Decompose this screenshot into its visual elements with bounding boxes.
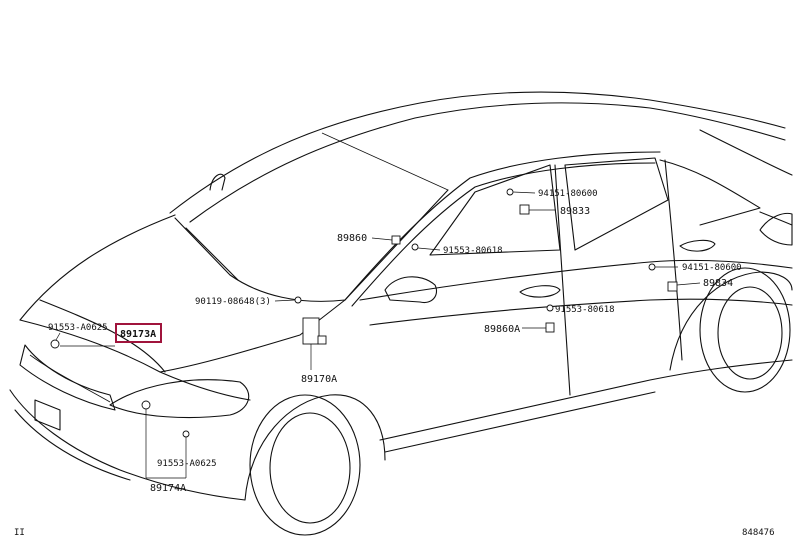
leader-lines	[55, 191, 701, 479]
bolt-91553-A0625-lower[interactable]	[182, 430, 190, 438]
bolt-94151-lower[interactable]	[648, 263, 656, 271]
module-89170A[interactable]	[302, 317, 320, 345]
label-91553-A0625-upper[interactable]: 91553-A0625	[48, 323, 108, 333]
bracket-89170A	[317, 335, 327, 345]
label-90119-08648[interactable]: 90119-08648(3)	[195, 297, 271, 307]
bolt-90119[interactable]	[294, 296, 302, 304]
label-89833[interactable]: 89833	[560, 206, 590, 217]
label-91553-80618-upper[interactable]: 91553-80618	[443, 246, 503, 256]
bolt-91553-80618-lower[interactable]	[546, 304, 554, 312]
bolt-91553-A0625-upper[interactable]	[50, 339, 60, 349]
label-89173A[interactable]: 89173A	[120, 329, 156, 340]
bolt-91553-80618-upper[interactable]	[411, 243, 419, 251]
label-89170A[interactable]: 89170A	[301, 374, 337, 385]
label-94151-80600-upper[interactable]: 94151-80600	[538, 189, 598, 199]
sensor-89860A[interactable]	[545, 322, 555, 333]
sensor-89834[interactable]	[667, 281, 678, 292]
label-89174A[interactable]: 89174A	[150, 483, 186, 494]
sensor-89833[interactable]	[519, 204, 530, 215]
label-89860A[interactable]: 89860A	[484, 324, 520, 335]
highlight-box-89173A	[115, 323, 162, 343]
label-89860[interactable]: 89860	[337, 233, 367, 244]
label-94151-80600-lower[interactable]: 94151-80600	[682, 263, 742, 273]
label-91553-A0625-lower[interactable]: 91553-A0625	[157, 459, 217, 469]
part-labels: 89860 94151-80600 89833 91553-80618 9415…	[48, 189, 742, 494]
sensor-89860[interactable]	[391, 235, 401, 245]
sensor-89174A[interactable]	[141, 400, 151, 410]
bolt-94151-upper[interactable]	[506, 188, 514, 196]
figure-id: 848476	[742, 528, 775, 538]
label-91553-80618-lower[interactable]: 91553-80618	[555, 305, 615, 315]
label-89834[interactable]: 89834	[703, 278, 733, 289]
corner-mark: II	[14, 528, 25, 538]
car-outline	[9, 91, 793, 536]
